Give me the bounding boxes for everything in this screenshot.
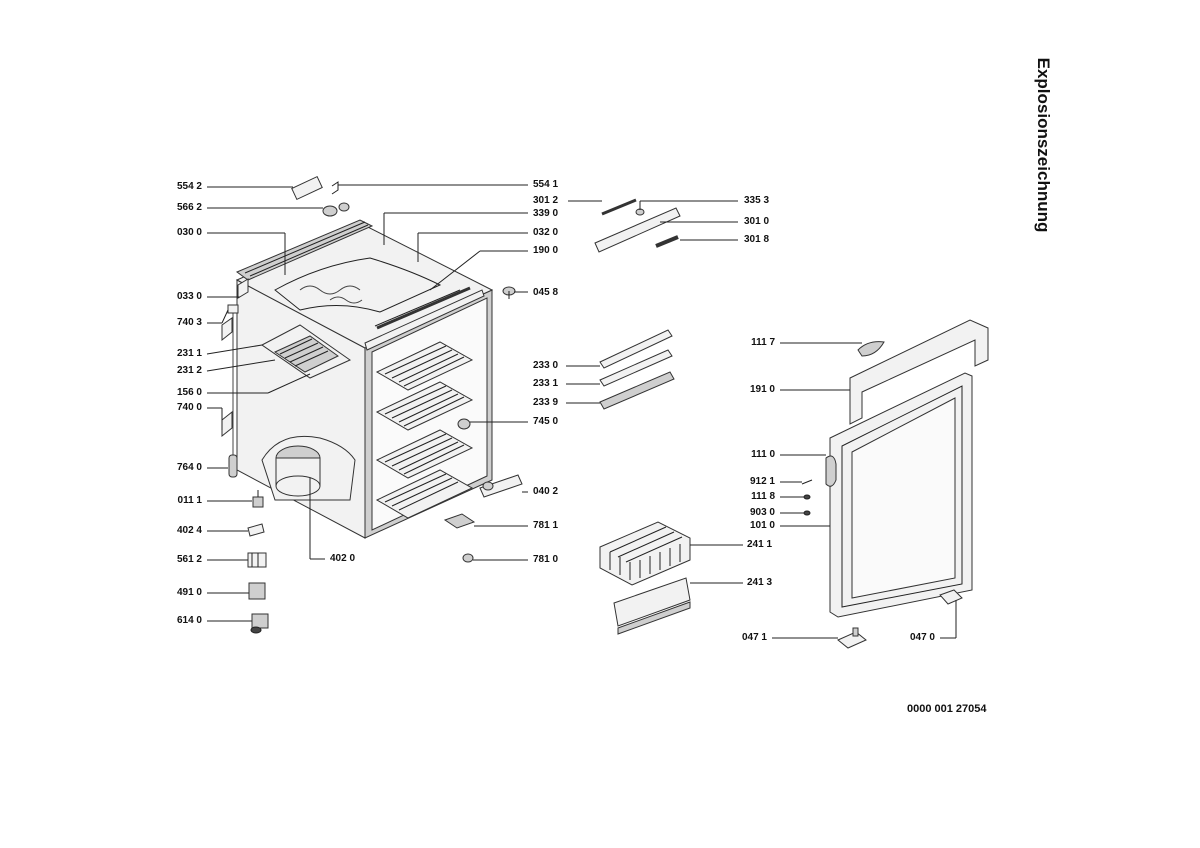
part-5541 — [331, 181, 339, 195]
label-0330: 033 0 — [176, 291, 202, 302]
cover-sheet — [274, 257, 442, 313]
label-1118: 111 8 — [751, 491, 775, 502]
document-id: 0000 001 27054 — [907, 703, 987, 715]
label-0300: 030 0 — [176, 227, 202, 238]
label-5612: 561 2 — [176, 554, 202, 565]
label-5541: 554 1 — [533, 179, 559, 190]
label-0320: 032 0 — [533, 227, 559, 238]
heater-wire — [221, 304, 239, 478]
label-9030: 903 0 — [749, 507, 775, 518]
part-4024 — [247, 523, 265, 537]
label-7640: 764 0 — [176, 462, 202, 473]
label-4020: 402 0 — [330, 553, 356, 564]
label-2411: 241 1 — [747, 539, 773, 550]
part-0111 — [252, 490, 264, 508]
compressor — [261, 435, 356, 501]
part-6140 — [250, 613, 269, 634]
shelves — [375, 341, 474, 519]
label-7810: 781 0 — [533, 554, 559, 565]
part-0402 — [479, 474, 523, 498]
label-1010: 101 0 — [749, 520, 775, 531]
label-1110: 111 0 — [751, 449, 775, 460]
label-3390: 339 0 — [533, 208, 559, 219]
label-0470: 047 0 — [909, 632, 935, 643]
part-7810 — [462, 553, 474, 563]
part-7450 — [457, 418, 471, 430]
part-7811 — [443, 513, 476, 529]
label-0471: 047 1 — [741, 632, 767, 643]
part-5612 — [247, 552, 267, 568]
top-right-parts — [594, 198, 681, 253]
label-1117: 111 7 — [751, 337, 775, 348]
diagram-title: Explosionszeichnung — [1034, 57, 1053, 233]
wire-basket — [599, 521, 691, 586]
label-3353: 335 3 — [744, 195, 770, 206]
control-bar — [364, 289, 485, 351]
door-assembly — [801, 319, 989, 649]
label-3012: 301 2 — [533, 195, 559, 206]
label-4024: 402 4 — [176, 525, 202, 536]
label-7400: 740 0 — [176, 402, 202, 413]
label-6140: 614 0 — [176, 615, 202, 626]
part-4910 — [248, 582, 266, 600]
label-0111: 011 1 — [177, 495, 202, 506]
front-panel — [613, 577, 691, 635]
label-1560: 156 0 — [176, 387, 202, 398]
label-0458: 045 8 — [533, 287, 559, 298]
label-2312: 231 2 — [176, 365, 202, 376]
part-0458 — [502, 286, 516, 299]
label-1910: 191 0 — [749, 384, 775, 395]
label-2339: 233 9 — [533, 397, 559, 408]
label-1900: 190 0 — [533, 245, 559, 256]
part-5542 — [291, 175, 323, 201]
label-5542: 554 2 — [176, 181, 202, 192]
label-3010: 301 0 — [744, 216, 770, 227]
side-strip — [237, 278, 249, 299]
label-4910: 491 0 — [176, 587, 202, 598]
top-grille — [235, 219, 374, 281]
label-3018: 301 8 — [744, 234, 770, 245]
label-0402: 040 2 — [533, 486, 559, 497]
label-2331: 233 1 — [533, 378, 559, 389]
label-7450: 745 0 — [533, 416, 559, 427]
label-9121: 912 1 — [749, 476, 775, 487]
label-2413: 241 3 — [747, 577, 773, 588]
label-7811: 781 1 — [533, 520, 559, 531]
label-2311: 231 1 — [176, 348, 202, 359]
door-trims — [599, 329, 675, 410]
leader-lines — [206, 184, 957, 639]
part-3390 — [376, 286, 471, 330]
label-2330: 233 0 — [533, 360, 559, 371]
label-7403: 740 3 — [176, 317, 202, 328]
label-5662: 566 2 — [176, 202, 202, 213]
evaporator — [261, 324, 352, 379]
part-5662 — [322, 202, 350, 217]
